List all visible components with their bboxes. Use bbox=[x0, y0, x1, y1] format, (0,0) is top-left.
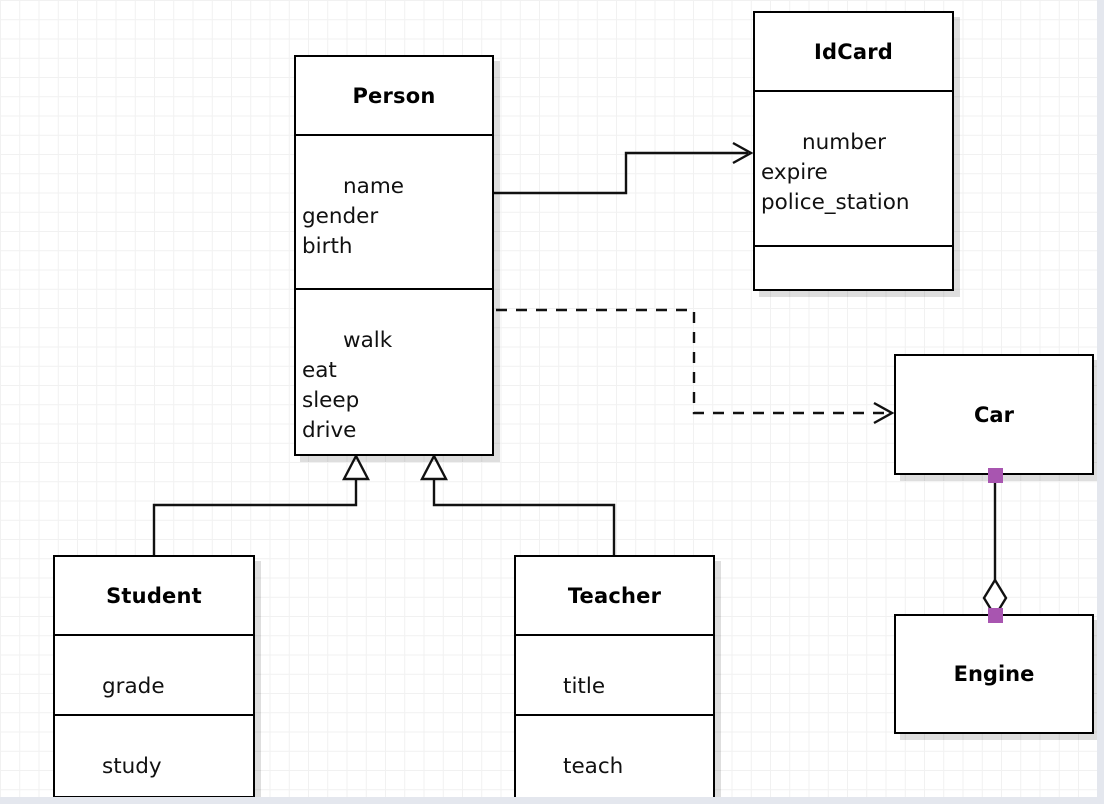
class-name-teacher: Teacher bbox=[567, 583, 662, 608]
class-name-car: Car bbox=[974, 402, 1014, 427]
methods-text-student: study bbox=[102, 754, 162, 779]
class-header-idcard: IdCard bbox=[755, 13, 952, 90]
class-box-person[interactable]: Person name gender birth walk eat sleep … bbox=[294, 55, 494, 456]
generalization-student-person[interactable] bbox=[152, 453, 370, 557]
class-header-teacher: Teacher bbox=[516, 557, 713, 634]
class-attributes-teacher: title bbox=[516, 634, 713, 714]
class-header-student: Student bbox=[55, 557, 253, 634]
methods-text-person: walk eat sleep drive bbox=[302, 328, 393, 443]
methods-text-teacher: teach bbox=[563, 754, 624, 779]
class-name-idcard: IdCard bbox=[813, 39, 894, 64]
class-methods-idcard bbox=[755, 245, 952, 288]
dependency-person-car[interactable] bbox=[496, 308, 895, 425]
class-box-student[interactable]: Student grade study bbox=[53, 555, 255, 797]
class-box-idcard[interactable]: IdCard number expire police_station bbox=[753, 11, 954, 291]
class-name-engine: Engine bbox=[953, 662, 1035, 686]
canvas-edge-right bbox=[1097, 0, 1104, 804]
attributes-text-idcard: number expire police_station bbox=[761, 130, 910, 215]
attributes-text-person: name gender birth bbox=[302, 174, 404, 259]
class-attributes-person: name gender birth bbox=[296, 134, 492, 288]
class-name-student: Student bbox=[106, 583, 202, 608]
attributes-text-student: grade bbox=[102, 674, 165, 699]
class-header-engine: Engine bbox=[896, 616, 1092, 732]
class-name-person: Person bbox=[352, 83, 436, 108]
class-header-car: Car bbox=[896, 356, 1092, 473]
class-box-car[interactable]: Car bbox=[894, 354, 1094, 475]
class-attributes-idcard: number expire police_station bbox=[755, 90, 952, 245]
class-header-person: Person bbox=[296, 57, 492, 134]
class-methods-person: walk eat sleep drive bbox=[296, 288, 492, 453]
association-person-idcard[interactable] bbox=[494, 141, 754, 195]
class-methods-teacher: teach bbox=[516, 714, 713, 804]
aggregation-car-engine[interactable] bbox=[982, 475, 1008, 619]
generalization-teacher-person[interactable] bbox=[420, 453, 616, 557]
attributes-text-teacher: title bbox=[563, 674, 606, 699]
canvas-edge-bottom bbox=[0, 797, 1104, 804]
class-box-teacher[interactable]: Teacher title teach bbox=[514, 555, 715, 804]
class-attributes-student: grade bbox=[55, 634, 253, 714]
class-methods-student: study bbox=[55, 714, 253, 796]
class-box-engine[interactable]: Engine bbox=[894, 614, 1094, 734]
